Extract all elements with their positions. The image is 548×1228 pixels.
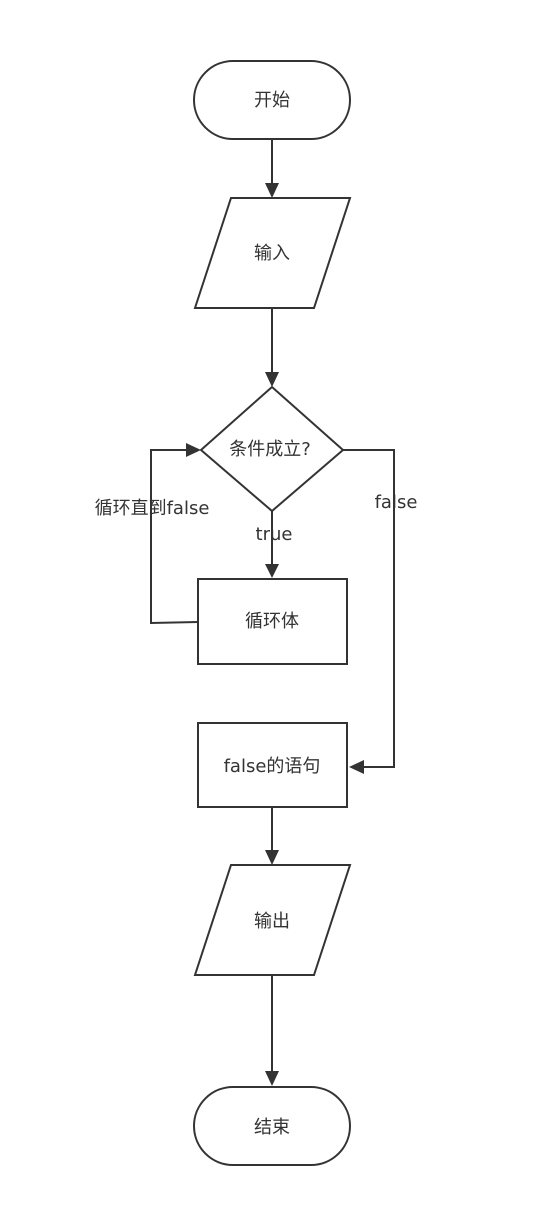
- end-node-label: 结束: [254, 1117, 290, 1138]
- connector-output-to-end: [265, 975, 279, 1086]
- input-node-label: 输入: [254, 243, 290, 264]
- connector-input-to-condition: [265, 308, 279, 387]
- output-node-label: 输出: [254, 911, 290, 932]
- connector-condition-to-loop-body: [265, 511, 279, 578]
- false-statement-node-label: false的语句: [224, 756, 321, 777]
- end-node: 结束: [193, 1086, 351, 1166]
- output-node: 输出: [193, 864, 352, 976]
- loop-until-false-label: 循环直到false: [95, 498, 210, 519]
- input-node: 输入: [193, 197, 352, 309]
- false-edge-label: false: [375, 492, 418, 513]
- true-edge-label: true: [256, 524, 293, 545]
- condition-node: 条件成立?: [199, 385, 345, 513]
- start-node-shape: [193, 60, 351, 140]
- input-node-shape: [193, 197, 352, 309]
- connector-loop-back: [150, 443, 201, 625]
- output-node-shape: [193, 864, 352, 976]
- condition-node-label: 条件成立?: [229, 439, 311, 460]
- loop-body-node-label: 循环体: [245, 611, 299, 632]
- end-node-shape: [193, 1086, 351, 1166]
- condition-node-shape: [199, 385, 345, 513]
- connector-condition-to-false-statement: [343, 449, 395, 774]
- loop-body-node: 循环体: [197, 578, 348, 665]
- start-node-label: 开始: [254, 90, 290, 111]
- connector-false-statement-to-output: [265, 807, 279, 865]
- false-statement-node: false的语句: [197, 722, 348, 808]
- false-statement-node-shape: [197, 722, 348, 808]
- connector-start-to-input: [265, 139, 279, 198]
- start-node: 开始: [193, 60, 351, 140]
- loop-body-node-shape: [197, 578, 348, 665]
